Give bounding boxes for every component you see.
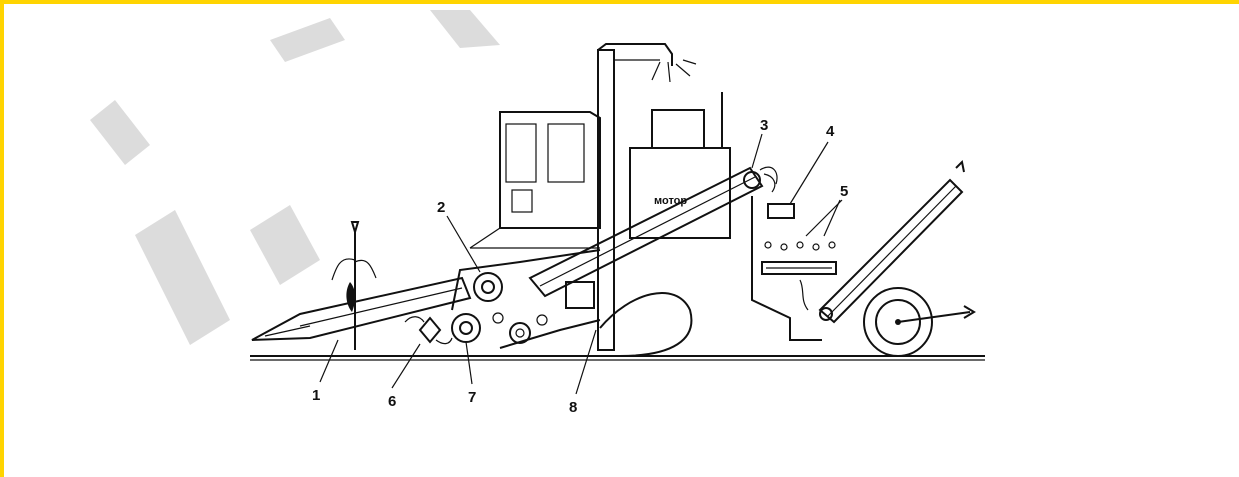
front-wheel (599, 292, 693, 357)
ground (250, 355, 985, 361)
callout-3: 3 (760, 117, 768, 134)
corn-plant (331, 221, 377, 350)
rear-conveyor (818, 159, 965, 324)
cleaner-hopper (751, 196, 837, 341)
callout-5: 5 (840, 183, 848, 200)
header-conveyor (251, 276, 472, 341)
callout-6: 6 (388, 393, 396, 410)
callout-labels: 1 2 3 4 5 6 7 8 (312, 117, 848, 416)
callout-4: 4 (826, 123, 835, 140)
cleaning-rollers (764, 241, 836, 251)
callout-1: 1 (312, 387, 320, 404)
main-elevator (528, 166, 778, 298)
rotor-6 (404, 316, 453, 345)
callout-7: 7 (468, 389, 476, 406)
callout-8: 8 (569, 399, 577, 416)
callout-2: 2 (437, 199, 445, 216)
cabin (469, 111, 601, 249)
picking-rollers (451, 249, 601, 349)
motor-block: мотор (629, 92, 731, 239)
trailer-wheel (863, 287, 976, 357)
leader-lines (319, 133, 843, 395)
watermark (90, 10, 500, 345)
spout-pipe (597, 43, 697, 351)
